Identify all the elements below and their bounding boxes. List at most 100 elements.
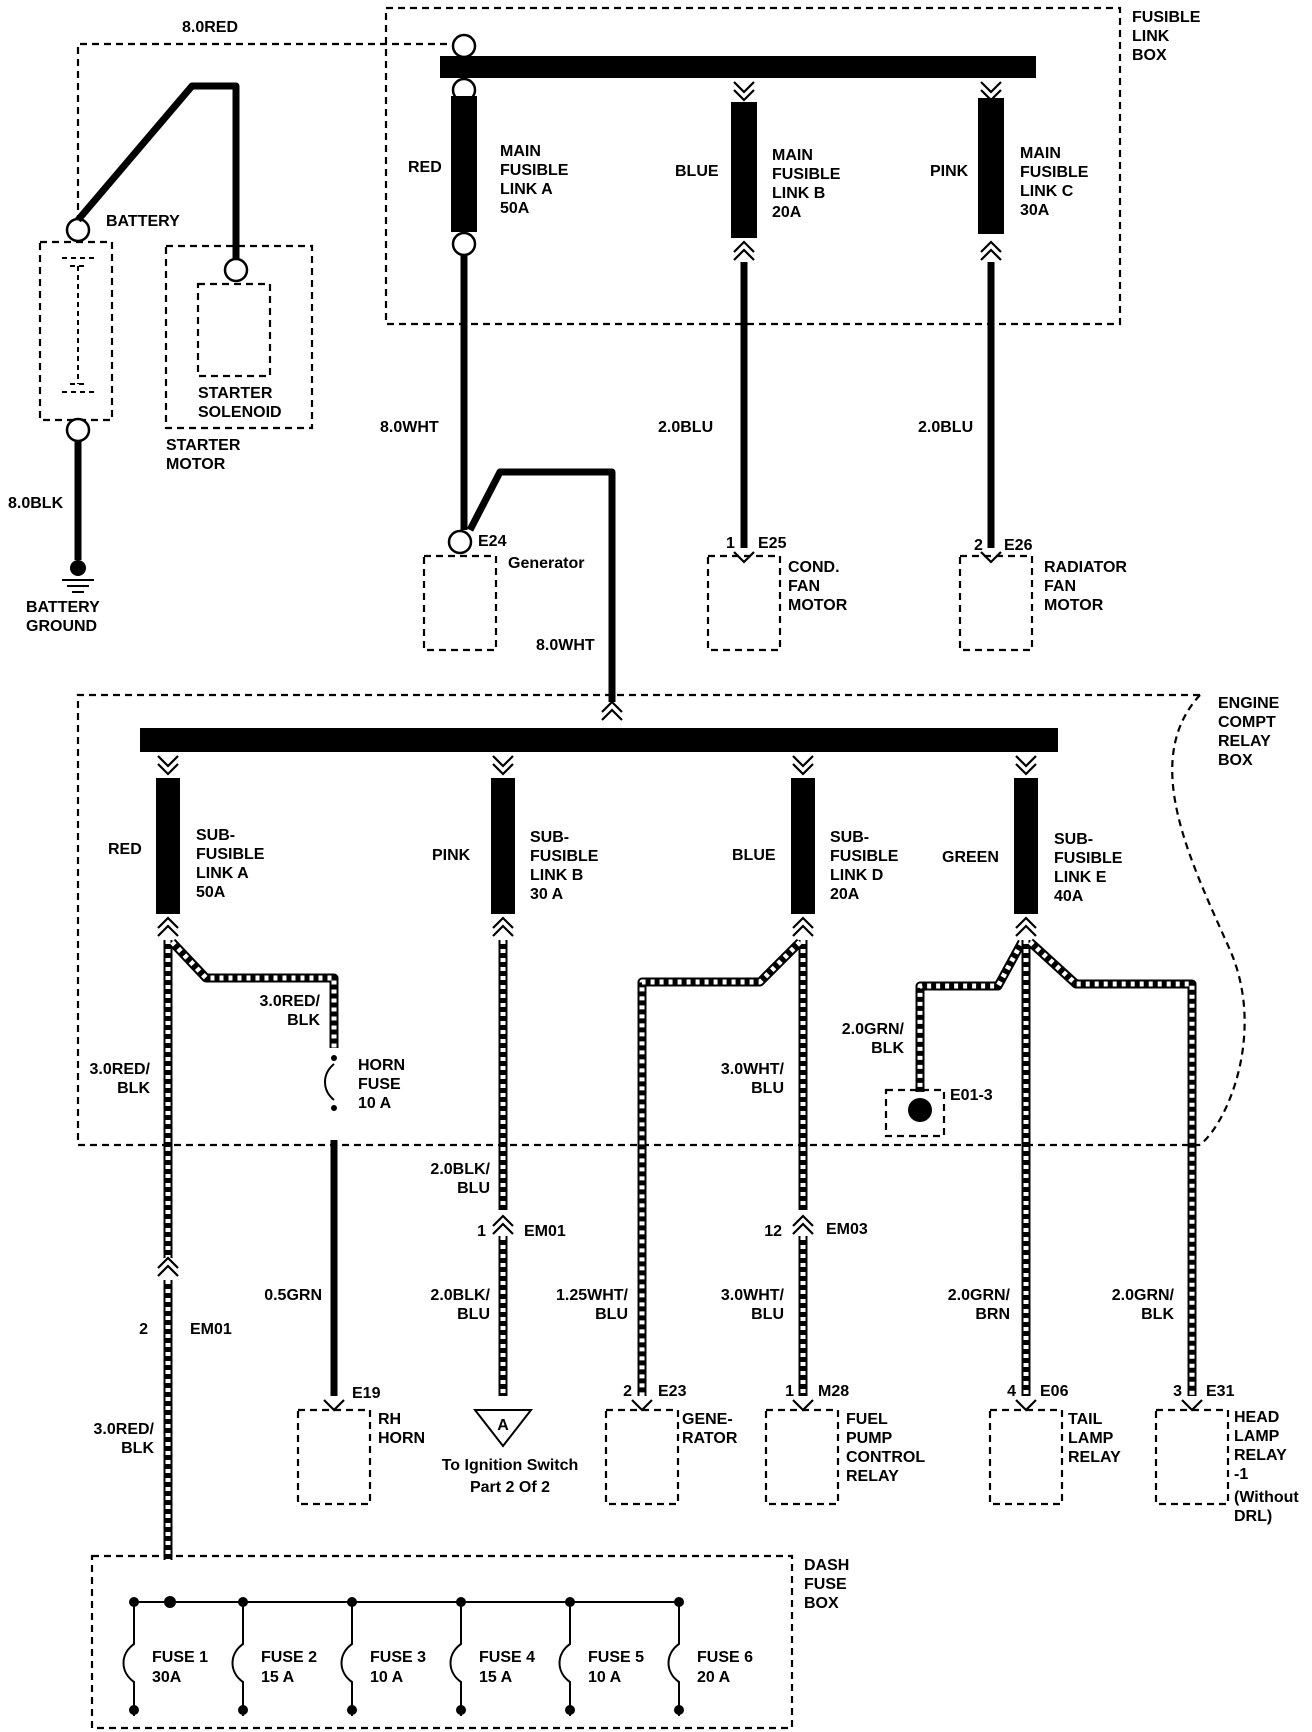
connector-chevron bbox=[157, 1256, 179, 1277]
generator-terminal bbox=[447, 529, 473, 555]
fuse-name: FUSE 2 bbox=[261, 1649, 317, 1666]
ground-connector-box bbox=[884, 1088, 946, 1138]
connector-chevron bbox=[492, 755, 514, 776]
fusible-link-box-label: LINK bbox=[1132, 28, 1170, 45]
sub-fusible-link-e-label: 40A bbox=[1054, 888, 1084, 905]
connector-id: E19 bbox=[352, 1385, 381, 1402]
main-fusible-link-b-label: 20A bbox=[772, 204, 802, 221]
connector-id: E25 bbox=[758, 535, 787, 552]
connector-chevron bbox=[631, 1399, 653, 1412]
fuse-terminal-dot bbox=[347, 1705, 357, 1715]
bus-terminal-top bbox=[451, 33, 477, 59]
connector-chevron bbox=[1015, 755, 1037, 776]
relay-box-bus bbox=[140, 728, 1058, 752]
connector-chevron bbox=[792, 1399, 814, 1412]
wire-gauge-label: 2.0GRN/ bbox=[948, 1287, 1011, 1304]
sub-fusible-link-b-label: FUSIBLE bbox=[530, 848, 599, 865]
fuse-terminal-dot bbox=[129, 1597, 139, 1607]
head-lamp-relay-label: HEAD bbox=[1234, 1409, 1279, 1426]
connector-chevron bbox=[1015, 1399, 1037, 1412]
engine-compt-relay-box-label: RELAY bbox=[1218, 733, 1271, 750]
tail-lamp-relay-label: LAMP bbox=[1068, 1430, 1114, 1447]
link-color-label: GREEN bbox=[942, 849, 999, 866]
ground-point-icon bbox=[908, 1098, 932, 1122]
fuse-terminal-dot bbox=[347, 1597, 357, 1607]
connector-chevron bbox=[980, 240, 1002, 261]
wire-gauge-label: BLK bbox=[121, 1440, 154, 1457]
wire-gauge-label: 2.0BLU bbox=[658, 419, 713, 436]
link-color-label: BLUE bbox=[732, 847, 776, 864]
generator-feed-wire bbox=[466, 468, 616, 702]
wire-gauge-label: 2.0GRN/ bbox=[1112, 1287, 1175, 1304]
cond-fan-motor-box bbox=[706, 554, 782, 652]
head-lamp-relay-box bbox=[1154, 1408, 1230, 1506]
pin-number: 1 bbox=[726, 535, 735, 552]
main-fusible-link-a-label: FUSIBLE bbox=[500, 162, 569, 179]
sub-fusible-link-b-label: SUB- bbox=[530, 829, 569, 846]
starter-solenoid-box bbox=[196, 282, 272, 378]
sub-fusible-link-a-label: LINK A bbox=[196, 865, 249, 882]
connector-chevron bbox=[1181, 1399, 1203, 1412]
fuse-rating: 15 A bbox=[479, 1669, 513, 1686]
sub-fusible-link-b-label: LINK B bbox=[530, 867, 583, 884]
connector-chevron bbox=[733, 240, 755, 261]
radiator-fan-motor-label: FAN bbox=[1044, 578, 1076, 595]
sub-fusible-link-e-label: LINK E bbox=[1054, 869, 1107, 886]
sub-fusible-link-d-label: SUB- bbox=[830, 829, 869, 846]
head-lamp-note: (Without bbox=[1234, 1489, 1299, 1506]
wire-gauge-label: BRN bbox=[975, 1306, 1010, 1323]
wire-gauge-label: BLU bbox=[457, 1180, 490, 1197]
connector-id: EM01 bbox=[190, 1321, 232, 1338]
starter-terminal bbox=[223, 257, 249, 283]
pin-number: 1 bbox=[785, 1383, 794, 1400]
hatched-wire-group bbox=[163, 938, 1197, 1560]
main-fusible-link-a-label: MAIN bbox=[500, 143, 541, 160]
head-lamp-relay-label: -1 bbox=[1234, 1466, 1248, 1483]
wire-gauge-label: BLK bbox=[1141, 1306, 1174, 1323]
fusible-link-box-label: BOX bbox=[1132, 47, 1167, 64]
connector-id: M28 bbox=[818, 1383, 849, 1400]
main-fusible-link-a-label: LINK A bbox=[500, 181, 553, 198]
fuse-terminal-dot bbox=[674, 1597, 684, 1607]
sub-fusible-link-d-label: 20A bbox=[830, 886, 860, 903]
horn-fuse-label: FUSE bbox=[358, 1076, 401, 1093]
fuel-pump-control-relay-label: RELAY bbox=[846, 1468, 899, 1485]
pin-number: 2 bbox=[623, 1383, 632, 1400]
sub-fusible-link-a-label: FUSIBLE bbox=[196, 846, 265, 863]
wire-gauge-label: BLK bbox=[287, 1012, 320, 1029]
main-fusible-link-a-label: 50A bbox=[500, 200, 530, 217]
fuse-symbol bbox=[667, 1602, 680, 1716]
tail-lamp-relay-label: RELAY bbox=[1068, 1449, 1121, 1466]
wire-gauge-label: BLK bbox=[871, 1040, 904, 1057]
wire-gauge-label: 3.0WHT/ bbox=[721, 1287, 785, 1304]
fusible-link-box bbox=[384, 6, 1122, 326]
wire-gauge-label: 8.0WHT bbox=[380, 419, 439, 436]
tail-lamp-relay-box bbox=[988, 1408, 1064, 1506]
cond-fan-motor-label: MOTOR bbox=[788, 597, 848, 614]
connector-id: E31 bbox=[1206, 1383, 1235, 1400]
ignition-triangle-icon bbox=[472, 1409, 534, 1448]
starter-motor-label: STARTER bbox=[166, 437, 241, 454]
sub-fusible-link-a-label: SUB- bbox=[196, 827, 235, 844]
fuse-symbol bbox=[449, 1602, 462, 1716]
fuel-pump-relay-box bbox=[764, 1408, 840, 1506]
radiator-fan-motor-label: MOTOR bbox=[1044, 597, 1104, 614]
wire-gauge-label: 3.0RED/ bbox=[94, 1421, 155, 1438]
wire-gauge-label: 0.5GRN bbox=[264, 1287, 322, 1304]
engine-compt-relay-box-label: COMPT bbox=[1218, 714, 1276, 731]
sub-fusible-link-e-label: FUSIBLE bbox=[1054, 850, 1123, 867]
fuse-symbol bbox=[340, 1602, 353, 1716]
fuse-symbol bbox=[122, 1602, 135, 1716]
horn-fuse-label: HORN bbox=[358, 1057, 405, 1074]
dash-fuse-box-label: DASH bbox=[804, 1557, 849, 1574]
sub-fusible-link-e-label: SUB- bbox=[1054, 831, 1093, 848]
connector-chevron bbox=[601, 700, 623, 721]
connector-chevron bbox=[157, 916, 179, 937]
ignition-switch-label: To Ignition Switch bbox=[442, 1457, 579, 1474]
generator-box bbox=[422, 554, 498, 652]
head-lamp-relay-label: RELAY bbox=[1234, 1447, 1287, 1464]
connector-chevron bbox=[733, 81, 755, 102]
battery-label: BATTERY bbox=[106, 213, 180, 230]
main-fusible-link-c bbox=[978, 98, 1004, 234]
